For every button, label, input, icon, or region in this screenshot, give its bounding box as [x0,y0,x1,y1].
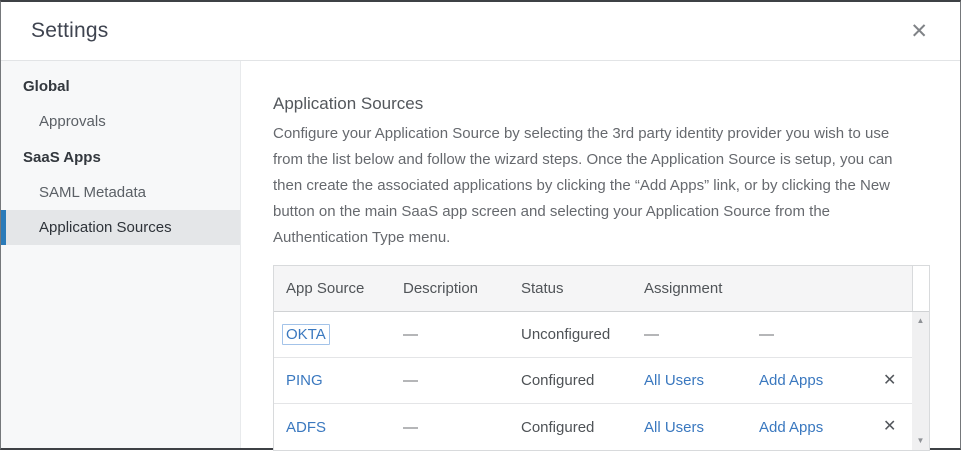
app-source-cell: OKTA [282,324,403,345]
column-header-status: Status [521,280,564,297]
scroll-up-icon[interactable]: ▲ [916,316,925,325]
close-button[interactable]: ✕ [906,17,932,46]
action-value: — [759,326,774,343]
application-sources-table: App Source Description Status Assignment… [273,265,930,451]
close-icon: ✕ [910,19,928,43]
app-source-cell: PING [286,372,403,389]
sidebar-item-approvals[interactable]: Approvals [39,113,106,130]
add-apps-link[interactable]: Add Apps [759,372,824,389]
table-row: ADFS — Configured All Users Add Apps ✕ [274,404,912,450]
dialog-title: Settings [31,19,109,42]
table-row: PING — Configured All Users Add Apps ✕ [274,358,912,404]
table-row: OKTA — Unconfigured — — [274,312,912,358]
assignment-cell: All Users [644,419,759,436]
remove-cell: ✕ [881,417,912,437]
assignment-cell: — [644,326,759,343]
dialog-body: Global Approvals SaaS Apps SAML Metadata… [1,61,960,451]
status-cell: Unconfigured [521,326,611,343]
app-source-link[interactable]: PING [286,372,323,389]
assignment-link[interactable]: All Users [644,418,705,436]
app-source-link[interactable]: ADFS [286,418,327,436]
page-title: Application Sources [273,94,424,113]
assignment-value: — [644,326,659,343]
status-cell: Configured [521,418,595,436]
description-cell: — [403,418,418,436]
status-cell: Configured [521,372,595,389]
app-source-link[interactable]: OKTA [282,324,330,345]
app-source-cell: ADFS [286,419,403,436]
actions-cell: — [759,326,881,343]
remove-button[interactable]: ✕ [881,371,898,391]
sidebar-section-global: Global [23,78,70,95]
sidebar: Global Approvals SaaS Apps SAML Metadata… [1,61,241,448]
page-description: Configure your Application Source by sel… [273,125,893,246]
table-header-row: App Source Description Status Assignment [274,266,929,312]
table-scrollbar[interactable]: ▲ ▼ [912,312,929,450]
sidebar-section-saas-apps: SaaS Apps [23,149,101,166]
remove-icon: ✕ [883,371,897,389]
remove-icon: ✕ [883,418,897,435]
remove-cell: ✕ [881,371,912,391]
sidebar-item-saml-metadata[interactable]: SAML Metadata [39,184,146,201]
column-header-assignment: Assignment [644,280,723,297]
scroll-down-icon[interactable]: ▼ [916,436,925,445]
scrollbar-header-spacer [912,266,929,311]
description-cell: — [403,372,418,389]
column-header-app-source: App Source [286,280,365,297]
assignment-cell: All Users [644,372,759,389]
actions-cell: Add Apps [759,419,881,436]
main-content: Application Sources Configure your Appli… [241,61,960,451]
assignment-link[interactable]: All Users [644,372,705,389]
sidebar-item-application-sources[interactable]: Application Sources [1,210,240,245]
add-apps-link[interactable]: Add Apps [759,418,824,436]
actions-cell: Add Apps [759,372,881,389]
dialog-header: Settings ✕ [1,2,960,61]
remove-button[interactable]: ✕ [881,417,898,437]
column-header-description: Description [403,280,479,297]
description-cell: — [403,326,418,343]
